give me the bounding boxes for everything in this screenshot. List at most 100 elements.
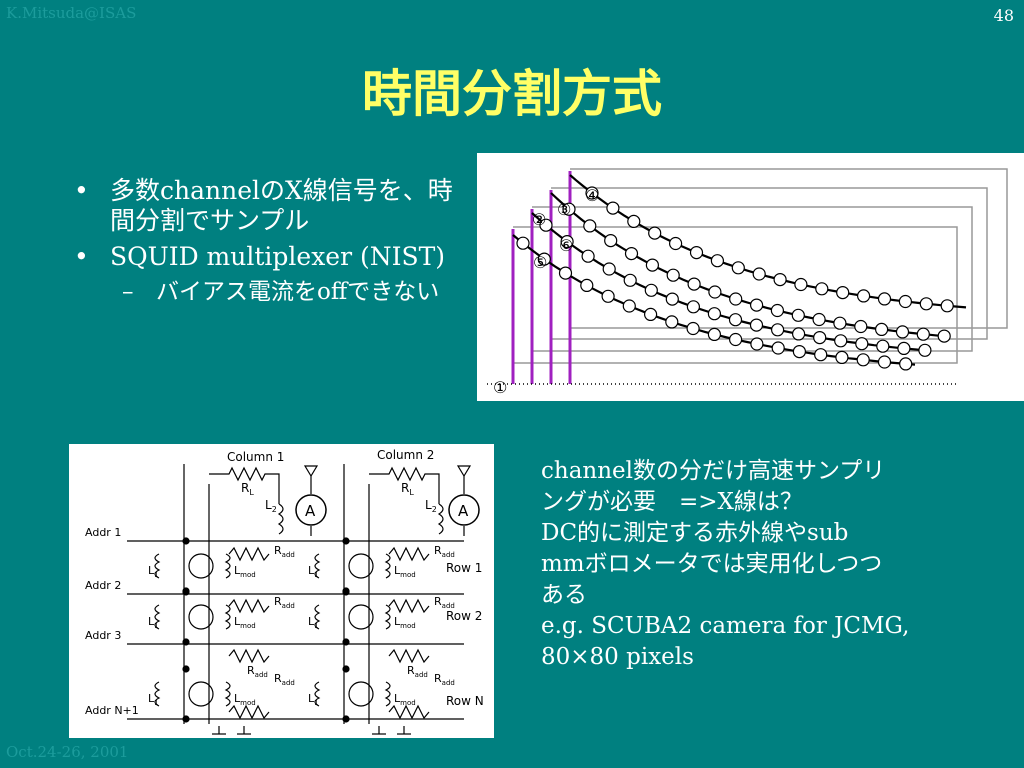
l1-label: L1 xyxy=(148,615,159,630)
sample-point xyxy=(919,297,933,311)
author-label: K.Mitsuda@ISAS xyxy=(6,4,137,22)
lmod-coil xyxy=(224,604,231,630)
sample-point xyxy=(707,327,721,341)
trace-frame xyxy=(513,226,958,364)
label-6: ⑥ xyxy=(559,236,573,255)
label-2: ② xyxy=(532,210,546,229)
sample-point xyxy=(707,307,721,321)
l1-label: L1 xyxy=(308,692,319,707)
column-2-label: Column 2 xyxy=(377,448,434,462)
sample-point xyxy=(792,327,806,341)
junction-dot xyxy=(182,537,190,545)
radd-label: Radd xyxy=(407,664,428,679)
sample-point xyxy=(601,289,615,303)
sample-point xyxy=(876,339,890,353)
notes-line: channel数の分だけ高速サンプリ xyxy=(541,458,886,484)
row-n-label: Row N xyxy=(446,694,484,708)
sample-point xyxy=(773,272,787,287)
sample-point xyxy=(791,308,805,322)
lmod-coil xyxy=(384,604,391,630)
sample-point xyxy=(710,254,724,268)
sample-point xyxy=(750,298,764,312)
lmod-label: Lmod xyxy=(234,564,256,579)
ammeter-label: A xyxy=(305,502,316,520)
sample-point xyxy=(877,292,892,306)
l2-label: L2 xyxy=(425,498,437,514)
sample-point xyxy=(749,318,764,332)
rl-label: RL xyxy=(241,481,254,497)
sample-point xyxy=(728,313,743,327)
bullet-list: • 多数channelのX線信号を、時間分割でサンプル • SQUID multip… xyxy=(70,176,462,312)
l1-coil xyxy=(314,553,321,579)
label-3: ③ xyxy=(557,200,571,219)
sub-bullet-text: バイアス電流をoffできない xyxy=(156,279,440,305)
bullet-text: 多数channelのX線信号を、時間分割でサンプル xyxy=(110,176,453,235)
sample-point xyxy=(836,286,850,300)
lmod-label: Lmod xyxy=(234,615,256,630)
ammeter-icon xyxy=(448,494,480,526)
sample-point xyxy=(627,214,641,229)
sample-point xyxy=(940,299,954,313)
bullet-dot-icon: • xyxy=(74,242,89,271)
slide-title: 時間分割方式 xyxy=(362,65,662,123)
sample-point xyxy=(897,341,911,355)
bullet-item: • SQUID multiplexer (NIST) xyxy=(70,242,462,272)
date-label: Oct.24-26, 2001 xyxy=(6,743,129,761)
sample-point xyxy=(665,315,679,329)
sample-point xyxy=(606,201,620,215)
l1-label: L1 xyxy=(308,615,319,630)
sample-point xyxy=(708,285,722,299)
sample-point xyxy=(602,262,616,276)
sample-point xyxy=(877,355,892,369)
junction-dot xyxy=(182,638,190,646)
sample-point xyxy=(585,186,599,200)
sample-point xyxy=(752,267,766,281)
sample-point xyxy=(855,337,869,351)
junction-dot xyxy=(342,588,350,596)
sample-point xyxy=(562,202,576,216)
sample-point xyxy=(857,289,871,303)
l1-coil xyxy=(154,681,161,707)
radd-label: Radd xyxy=(434,672,455,687)
sample-point xyxy=(686,300,700,314)
junction-dot xyxy=(342,715,350,723)
l1-coil xyxy=(314,681,321,707)
bullet-text: SQUID multiplexer (NIST) xyxy=(110,242,446,271)
sample-point xyxy=(644,283,658,297)
sample-point xyxy=(794,277,808,292)
sample-point xyxy=(835,350,849,364)
sample-point xyxy=(731,261,745,275)
sample-point xyxy=(834,334,848,348)
junction-dot xyxy=(342,638,350,646)
notes-line: mmボロメータでは実用化しつつ xyxy=(541,551,883,577)
notes-line: 80×80 pixels xyxy=(541,644,694,670)
sample-point xyxy=(918,343,932,357)
junction-dot xyxy=(182,588,190,596)
sample-point xyxy=(583,219,597,233)
page-number: 48 xyxy=(993,6,1014,25)
sample-point xyxy=(812,312,826,327)
sample-point xyxy=(686,321,700,336)
sample-point xyxy=(539,218,553,232)
trace-frame xyxy=(551,187,988,340)
sample-point xyxy=(854,319,868,334)
sample-point xyxy=(665,292,679,306)
radd-label: Radd xyxy=(274,672,295,687)
sample-point xyxy=(666,268,680,282)
l1-label: L1 xyxy=(308,564,319,579)
l1-coil xyxy=(314,604,321,630)
lmod-label: Lmod xyxy=(394,564,416,579)
squid-icon xyxy=(348,553,374,579)
column-1-label: Column 1 xyxy=(227,450,284,464)
radd-label: Radd xyxy=(274,595,295,610)
l1-label: L1 xyxy=(148,564,159,579)
l1-coil xyxy=(154,604,161,630)
sample-point xyxy=(516,236,530,250)
sample-point xyxy=(580,278,594,292)
circuit-svg: A A Column 1 Column 2 RL RL L2 L2 Addr 1… xyxy=(85,448,484,735)
trace-frame xyxy=(570,168,1008,329)
sample-point xyxy=(689,245,704,260)
lmod-label: Lmod xyxy=(394,615,416,630)
junction-dot xyxy=(342,665,350,673)
sample-point xyxy=(558,266,573,280)
